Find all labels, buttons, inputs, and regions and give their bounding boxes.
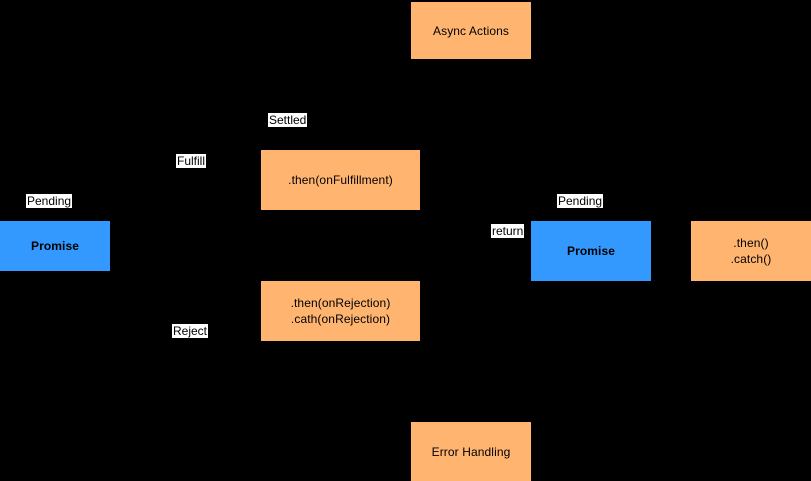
node-then-catch-on-rejection[interactable]: .then(onRejection) .cath(onRejection) xyxy=(261,281,420,341)
node-label: .then(onFulfillment) xyxy=(288,173,393,187)
node-label-line-2: .catch() xyxy=(730,252,772,266)
node-promise-right[interactable]: Promise xyxy=(531,221,651,281)
node-label-line-2: .cath(onRejection) xyxy=(290,312,391,326)
node-label: Async Actions xyxy=(432,23,509,38)
node-label: Error Handling xyxy=(431,444,511,459)
edge-label-pending-right: Pending xyxy=(557,194,604,208)
node-error-handling[interactable]: Error Handling xyxy=(411,422,531,481)
edge-label-return: return xyxy=(491,224,525,238)
node-label: Promise xyxy=(30,239,80,253)
edge-label-pending-left: Pending xyxy=(26,194,73,208)
edge-label-settled: Settled xyxy=(268,113,308,127)
node-label-line-1: .then(onRejection) xyxy=(290,296,391,310)
edge-label-reject: Reject xyxy=(172,324,209,338)
edge-label-fulfill: Fulfill xyxy=(176,154,207,168)
node-promise-left[interactable]: Promise xyxy=(0,221,110,271)
node-label: Promise xyxy=(566,244,616,258)
node-then-catch[interactable]: .then() .catch() xyxy=(691,221,811,281)
node-label-line-1: .then() xyxy=(733,236,769,250)
node-async-actions[interactable]: Async Actions xyxy=(411,2,531,59)
node-then-on-fulfillment[interactable]: .then(onFulfillment) xyxy=(261,150,420,210)
